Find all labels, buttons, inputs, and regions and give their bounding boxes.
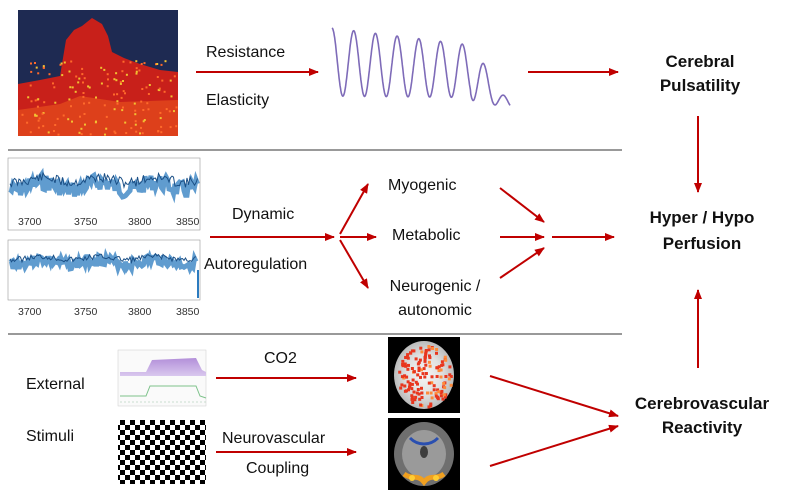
label-neurovascular: Neurovascular xyxy=(222,430,326,447)
tick-label: 3800 xyxy=(128,216,152,228)
outcome-cerebral-pulsatility: Cerebral Pulsatility xyxy=(620,52,780,96)
tick-label: 3750 xyxy=(74,306,98,318)
outcome-pulsatility-line1: Cerebral xyxy=(665,52,735,71)
outcome-perfusion-line1: Hyper / Hypo xyxy=(649,208,755,227)
blood-pressure-timeseries-panel xyxy=(7,239,201,301)
label-dynamic: Dynamic xyxy=(232,206,295,223)
label-neurogenic-line1: Neurogenic / xyxy=(389,278,481,295)
outcome-reactivity-line2: Reactivity xyxy=(661,418,743,437)
doppler-spectrogram-image xyxy=(18,10,178,136)
arrow-myogenic-converge xyxy=(499,187,545,223)
outcome-hyper-hypo-perfusion: Hyper / Hypo Perfusion xyxy=(622,208,782,254)
flow-arrows xyxy=(196,68,702,467)
label-myogenic: Myogenic xyxy=(388,177,457,194)
outcome-reactivity-line1: Cerebrovascular xyxy=(634,394,770,413)
arrow-nvc-map-to-reactivity xyxy=(489,424,619,467)
tick-label: 3700 xyxy=(18,216,42,228)
label-co2: CO2 xyxy=(264,350,297,367)
arrow-to-myogenic xyxy=(339,183,369,235)
tick-label: 3850 xyxy=(176,216,200,228)
arrow-to-neurogenic xyxy=(339,239,369,289)
label-neurogenic-autonomic: Neurogenic / autonomic xyxy=(376,278,494,320)
tick-label: 3750 xyxy=(74,216,98,228)
label-external: External xyxy=(26,376,85,393)
blood-flow-timeseries-panel xyxy=(7,157,201,231)
outcome-pulsatility-line2: Pulsatility xyxy=(659,76,741,95)
pulsatile-waveform xyxy=(331,27,511,106)
label-coupling: Coupling xyxy=(246,460,310,477)
label-stimuli: Stimuli xyxy=(26,428,75,445)
tick-label: 3700 xyxy=(18,306,42,318)
label-elasticity: Elasticity xyxy=(206,92,270,109)
outcome-cerebrovascular-reactivity: Cerebrovascular Reactivity xyxy=(622,394,782,438)
arrow-neurogenic-converge xyxy=(499,247,545,279)
label-metabolic: Metabolic xyxy=(392,227,461,244)
co2-brain-map-image xyxy=(388,337,460,413)
label-autoregulation: Autoregulation xyxy=(204,256,308,273)
checkerboard-stimulus-image xyxy=(118,420,206,484)
label-neurogenic-line2: autonomic xyxy=(398,302,472,319)
arrow-co2-map-to-reactivity xyxy=(489,375,619,418)
label-resistance: Resistance xyxy=(206,44,286,61)
nvc-brain-map-image xyxy=(388,418,460,490)
tick-label: 3850 xyxy=(176,306,200,318)
outcome-perfusion-line2: Perfusion xyxy=(662,234,742,253)
co2-trace-image xyxy=(117,349,207,407)
tick-label: 3800 xyxy=(128,306,152,318)
